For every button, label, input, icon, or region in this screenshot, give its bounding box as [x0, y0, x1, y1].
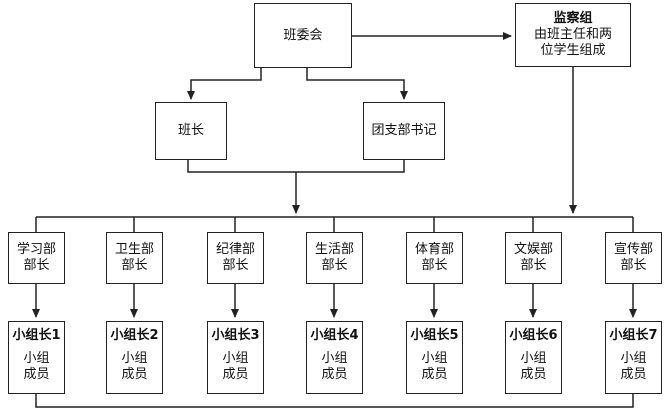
department-label: 纪律部部长 — [215, 242, 255, 273]
group-leader-label: 小组长6 — [509, 328, 558, 343]
committee-box: 班委会 — [254, 3, 352, 68]
department-label: 学习部部长 — [16, 242, 56, 273]
department-label: 体育部部长 — [414, 242, 454, 273]
arrow-leaders-to-bus — [187, 160, 405, 173]
group-members-label: 小组成员 — [520, 351, 547, 382]
secretary-label: 团支部书记 — [371, 123, 437, 138]
group-box: 小组长3 小组成员 — [207, 321, 264, 394]
group-members-label: 小组成员 — [121, 351, 148, 382]
group-box: 小组长7 小组成员 — [605, 321, 662, 394]
department-box: 文娱部部长 — [505, 232, 562, 284]
department-box: 宣传部部长 — [605, 232, 662, 284]
group-members-label: 小组成员 — [222, 351, 249, 382]
group-box: 小组长6 小组成员 — [505, 321, 562, 394]
group-leader-label: 小组长5 — [410, 328, 459, 343]
group-leader-label: 小组长2 — [110, 328, 159, 343]
monitor-label: 班长 — [177, 123, 204, 138]
group-box: 小组长4 小组成员 — [306, 321, 363, 394]
group-leader-label: 小组长1 — [12, 328, 61, 343]
group-leader-label: 小组长3 — [211, 328, 260, 343]
arrow-committee-to-secretary — [306, 68, 408, 100]
supervision-desc: 由班主任和两位学生组成 — [533, 27, 612, 58]
department-label: 生活部部长 — [314, 242, 354, 273]
monitor-box: 班长 — [155, 102, 227, 160]
department-label: 文娱部部长 — [513, 242, 553, 273]
arrow-committee-to-monitor — [187, 68, 262, 100]
supervision-box: 监察组 由班主任和两位学生组成 — [515, 3, 631, 67]
group-box: 小组长5 小组成员 — [406, 321, 463, 394]
group-members-label: 小组成员 — [620, 351, 647, 382]
group-box: 小组长1 小组成员 — [8, 321, 65, 394]
department-box: 卫生部部长 — [106, 232, 163, 284]
department-box: 体育部部长 — [406, 232, 463, 284]
department-box: 生活部部长 — [306, 232, 363, 284]
department-label: 卫生部部长 — [114, 242, 154, 273]
committee-label: 班委会 — [283, 27, 323, 43]
group-leader-label: 小组长4 — [310, 328, 359, 343]
group-leader-label: 小组长7 — [609, 328, 658, 343]
supervision-title: 监察组 — [553, 11, 593, 26]
department-label: 宣传部部长 — [613, 242, 653, 273]
group-members-label: 小组成员 — [421, 351, 448, 382]
department-box: 纪律部部长 — [207, 232, 264, 284]
group-members-label: 小组成员 — [321, 351, 348, 382]
group-members-label: 小组成员 — [23, 351, 50, 382]
bottom-bus — [35, 394, 634, 408]
department-box: 学习部部长 — [8, 232, 65, 284]
group-box: 小组长2 小组成员 — [106, 321, 163, 394]
secretary-box: 团支部书记 — [363, 102, 445, 160]
